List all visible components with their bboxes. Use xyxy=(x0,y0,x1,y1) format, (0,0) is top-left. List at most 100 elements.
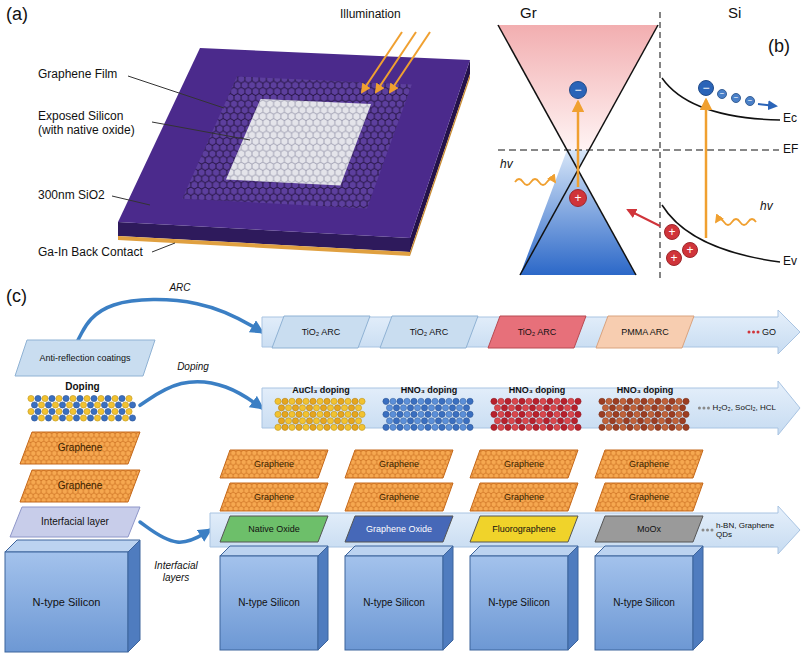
layer-label: Graphene xyxy=(58,480,102,492)
dopant-dot xyxy=(683,411,689,417)
dopant-dot xyxy=(519,398,525,404)
dopant-dot xyxy=(108,402,114,408)
graphene-lattice xyxy=(470,450,578,478)
dopant-dot xyxy=(453,398,459,404)
box-side xyxy=(568,546,578,650)
dopant-dot xyxy=(623,418,629,424)
dopant-dot xyxy=(634,398,640,404)
graphene-lattice xyxy=(20,432,140,464)
dopant-dot xyxy=(324,411,330,417)
dopant-dot xyxy=(324,424,330,430)
dopant-dot xyxy=(644,405,650,411)
dopant-dot xyxy=(561,424,567,430)
dopant-dot xyxy=(547,424,553,430)
ellipsis-dot xyxy=(747,331,750,334)
device-illustration xyxy=(226,99,371,186)
dopant-dot xyxy=(641,411,647,417)
dopant-dot xyxy=(543,405,549,411)
dopant-dot xyxy=(327,405,333,411)
dopant-dot xyxy=(512,411,518,417)
dopant-dot xyxy=(386,405,392,411)
dopant-dot xyxy=(536,405,542,411)
dopant-dot xyxy=(338,398,344,404)
dopant-dot xyxy=(606,411,612,417)
layer-outline xyxy=(596,316,694,348)
layer-label: N-type Silicon xyxy=(363,597,425,609)
dopant-dot xyxy=(648,411,654,417)
dopant-dot xyxy=(599,411,605,417)
dopant-dot xyxy=(285,418,291,424)
dopant-dot xyxy=(655,398,661,404)
layer-outline xyxy=(272,316,370,348)
box-front xyxy=(345,556,443,650)
dopant-dot xyxy=(456,405,462,411)
dopant-dot xyxy=(568,398,574,404)
layer-outline xyxy=(220,516,328,542)
dopant-dot xyxy=(564,418,570,424)
dopant-dot xyxy=(418,398,424,404)
dopant-dot xyxy=(66,402,72,408)
dopant-dot xyxy=(418,424,424,430)
dopant-dot xyxy=(105,395,111,401)
dopant-dot xyxy=(278,405,284,411)
dopant-dot xyxy=(334,418,340,424)
device-illustration xyxy=(182,76,411,208)
dopant-dot xyxy=(45,402,51,408)
doping-band: H₂O₂, SoCl₂, HCLAuCl₃ dopingHNO₃ dopingH… xyxy=(262,380,800,436)
dopant-dot xyxy=(310,398,316,404)
dopant-dot xyxy=(494,418,500,424)
dopant-dot xyxy=(310,411,316,417)
leader-line xyxy=(152,243,175,252)
coating-layer: Anti-reflection coatings xyxy=(15,340,155,376)
dopant-dot xyxy=(80,402,86,408)
box-front xyxy=(595,556,693,650)
dopant-dot xyxy=(540,424,546,430)
dopant-dot xyxy=(568,424,574,430)
dopant-dot xyxy=(467,411,473,417)
dopant-dot xyxy=(115,415,121,421)
dopant-dot xyxy=(620,424,626,430)
dopant-dot xyxy=(278,418,284,424)
dopant-dot xyxy=(540,398,546,404)
dopant-dot xyxy=(533,424,539,430)
dopant-dot xyxy=(129,402,135,408)
callout-label: Graphene Film xyxy=(38,68,117,82)
dopant-dot xyxy=(126,395,132,401)
callout-label: Illumination xyxy=(340,8,401,22)
callout-label: 300nm SiO2 xyxy=(38,189,105,203)
dopant-dot xyxy=(467,398,473,404)
dopant-dot xyxy=(494,405,500,411)
dopant-dot xyxy=(87,402,93,408)
graphene-sheet: Graphene xyxy=(470,450,578,478)
graphene-lattice xyxy=(595,483,703,511)
dopant-dot xyxy=(644,418,650,424)
dopant-dot xyxy=(568,411,574,417)
ellipsis-dot xyxy=(707,407,710,410)
dopant-dot xyxy=(331,398,337,404)
dopant-dot xyxy=(112,395,118,401)
dopant-dot xyxy=(49,395,55,401)
callout-label: Ga-In Back Contact xyxy=(38,246,143,260)
dopant-dot xyxy=(662,424,668,430)
dopant-dot xyxy=(655,411,661,417)
dopant-dot xyxy=(397,411,403,417)
dopant-dot xyxy=(383,411,389,417)
connector-arrow xyxy=(78,300,262,340)
band-end-note: GO xyxy=(762,327,776,337)
dopant-dot xyxy=(108,415,114,421)
dopant-dot xyxy=(407,418,413,424)
dopant-dot xyxy=(505,398,511,404)
connector-label: ARC xyxy=(158,282,202,294)
dopant-dot xyxy=(446,411,452,417)
dopant-dot xyxy=(512,424,518,430)
dopant-dot xyxy=(571,405,577,411)
leader-line xyxy=(112,196,150,205)
layer-label: HNO₃ doping xyxy=(617,385,674,395)
dopant-dot xyxy=(126,408,132,414)
dopant-dot xyxy=(91,408,97,414)
dopant-dot xyxy=(84,395,90,401)
layer-label: N-type Silicon xyxy=(613,597,675,609)
dopant-dot xyxy=(407,405,413,411)
dopant-dot xyxy=(683,424,689,430)
dopant-dot xyxy=(386,418,392,424)
